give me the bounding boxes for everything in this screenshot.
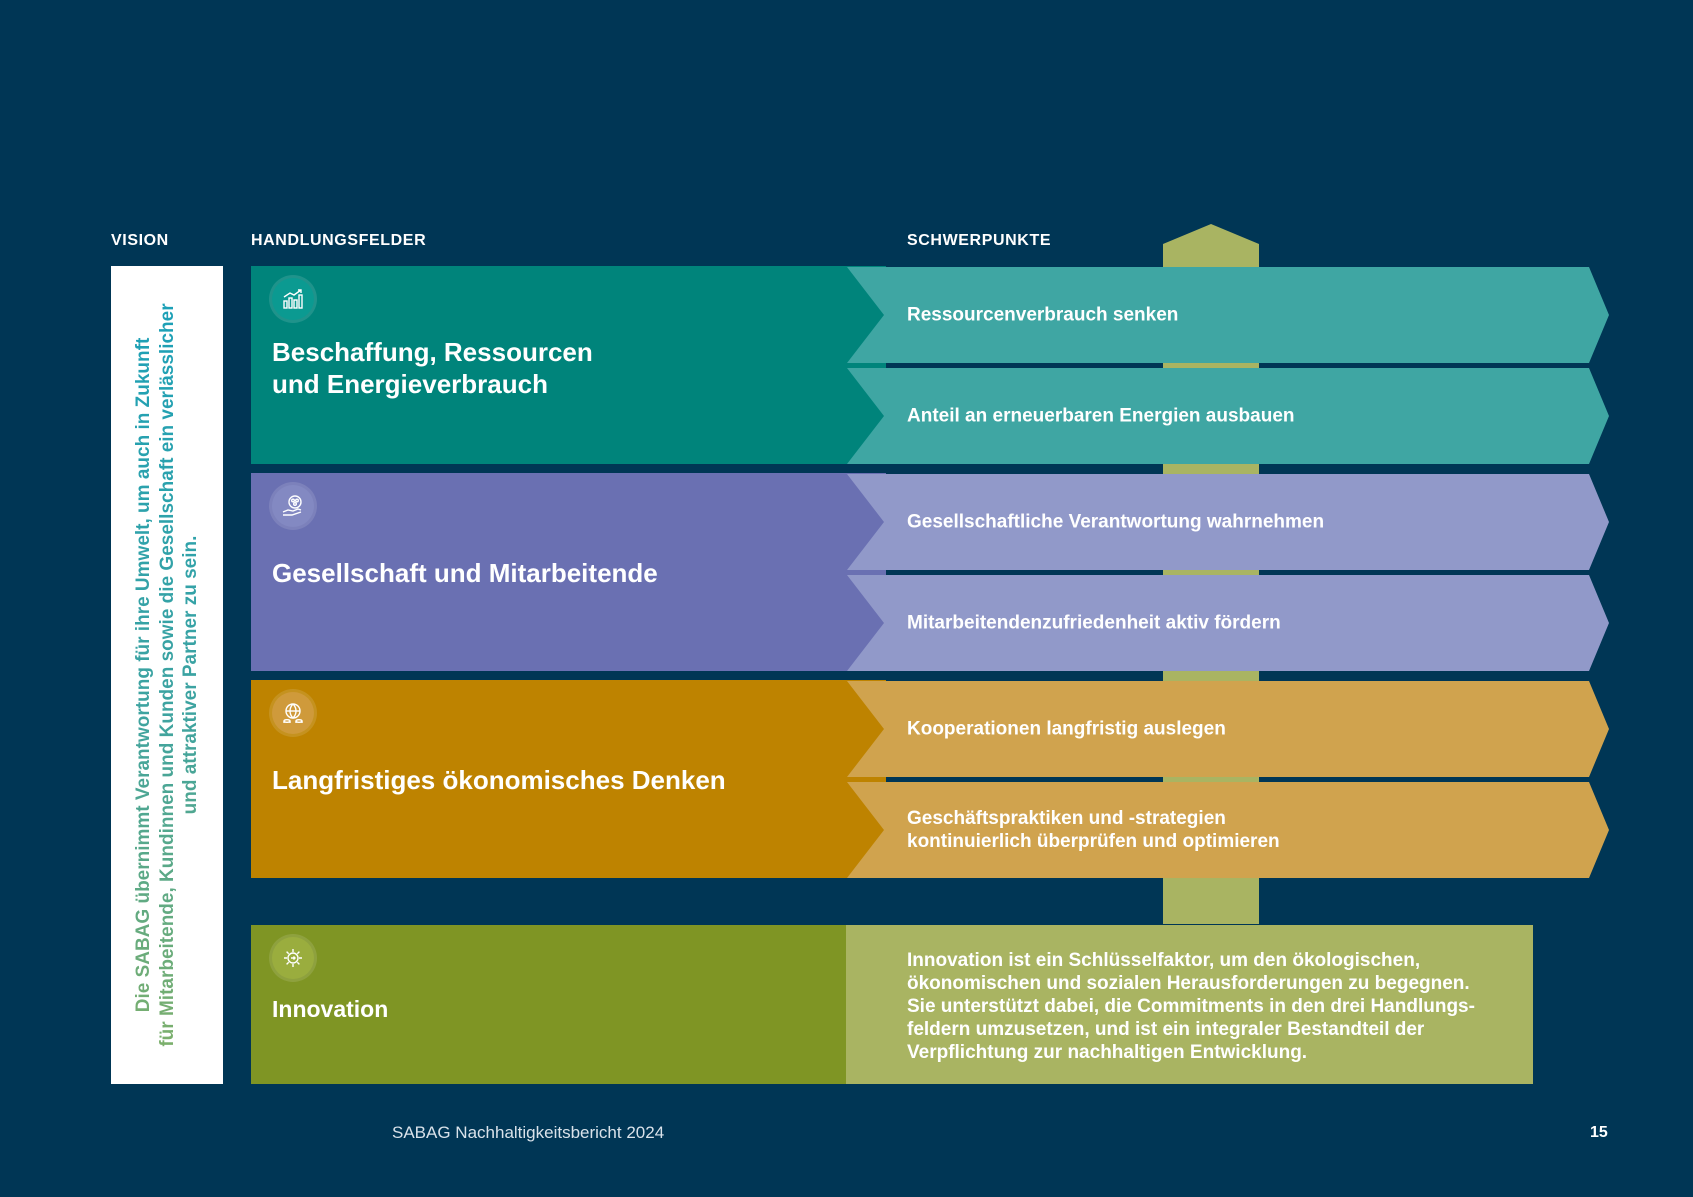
hand-with-people-icon: [272, 485, 314, 527]
vision-line-3: und attraktiver Partner zu sein.: [179, 535, 201, 815]
field-gesellschaft: Gesellschaft und Mitarbeitende: [251, 473, 886, 671]
focus-label-line-1: Geschäftspraktiken und -strategien: [907, 808, 1226, 829]
globe-with-coins-icon: [272, 692, 314, 734]
focus-chevron: Ressourcenverbrauch senken: [847, 267, 1609, 363]
description-line: ökonomischen und sozialen Herausforderun…: [907, 973, 1470, 994]
field-title: Beschaffung, Ressourcen und Energieverbr…: [272, 336, 593, 400]
focus-chevron: Anteil an erneuerbaren Energien ausbauen: [847, 368, 1609, 464]
vision-card: Die SABAG übernimmt Verantwortung für ih…: [111, 266, 223, 1084]
vision-line-1: Die SABAG übernimmt Verantwortung für ih…: [132, 337, 154, 1013]
focus-label-multiline: Geschäftspraktiken und -strategien konti…: [907, 807, 1547, 853]
field-oekonomie: Langfristiges ökonomisches Denken: [251, 680, 886, 878]
field-title: Innovation: [272, 996, 389, 1022]
focus-chevron: Mitarbeitendenzufriedenheit aktiv förder…: [847, 575, 1609, 671]
description-line: feldern umzusetzen, und ist ein integral…: [907, 1019, 1425, 1040]
focus-label: Gesellschaftliche Verantwortung wahrnehm…: [907, 511, 1325, 533]
focus-label-line-2: kontinuierlich überprüfen und optimieren: [907, 831, 1280, 852]
vision-statement: Die SABAG übernimmt Verantwortung für ih…: [132, 285, 203, 1065]
schwerpunkte-header: SCHWERPUNKTE: [907, 232, 1052, 249]
page-number: 15: [1590, 1124, 1608, 1141]
field-innovation: Innovation: [251, 925, 886, 1084]
bar-chart-growth-icon: [272, 278, 314, 320]
footer-report-title: SABAG Nachhaltigkeitsbericht 2024: [392, 1123, 665, 1142]
vision-header: VISION: [111, 232, 169, 249]
gear-with-arrow-icon: [272, 937, 314, 979]
description-line: Verpflichtung zur nachhaltigen Entwicklu…: [907, 1042, 1308, 1063]
innovation-description: Innovation ist ein Schlüsselfaktor, um d…: [907, 949, 1517, 1064]
field-beschaffung: Beschaffung, Ressourcen und Energieverbr…: [251, 266, 886, 464]
focus-chevron: Geschäftspraktiken und -strategien konti…: [847, 782, 1609, 878]
focus-chevron: Kooperationen langfristig auslegen: [847, 681, 1609, 777]
description-line: Sie unterstützt dabei, die Commitments i…: [907, 996, 1475, 1017]
handlungsfelder-header: HANDLUNGSFELDER: [251, 232, 427, 249]
focus-label: Ressourcenverbrauch senken: [907, 304, 1179, 326]
field-title-line-1: Beschaffung, Ressourcen: [272, 337, 593, 367]
field-title: Langfristiges ökonomisches Denken: [272, 765, 726, 795]
field-title-line-2: und Energieverbrauch: [272, 369, 548, 399]
vision-line-2: für Mitarbeitende, Kundinnen und Kunden …: [156, 303, 178, 1047]
focus-label: Kooperationen langfristig auslegen: [907, 718, 1226, 740]
field-title: Gesellschaft und Mitarbeitende: [272, 558, 658, 588]
focus-label: Anteil an erneuerbaren Energien ausbauen: [907, 405, 1295, 427]
focus-label: Mitarbeitendenzufriedenheit aktiv förder…: [907, 612, 1281, 634]
description-line: Innovation ist ein Schlüsselfaktor, um d…: [907, 950, 1421, 971]
innovation-description-box: Innovation ist ein Schlüsselfaktor, um d…: [846, 925, 1533, 1084]
focus-chevron: Gesellschaftliche Verantwortung wahrnehm…: [847, 474, 1609, 570]
